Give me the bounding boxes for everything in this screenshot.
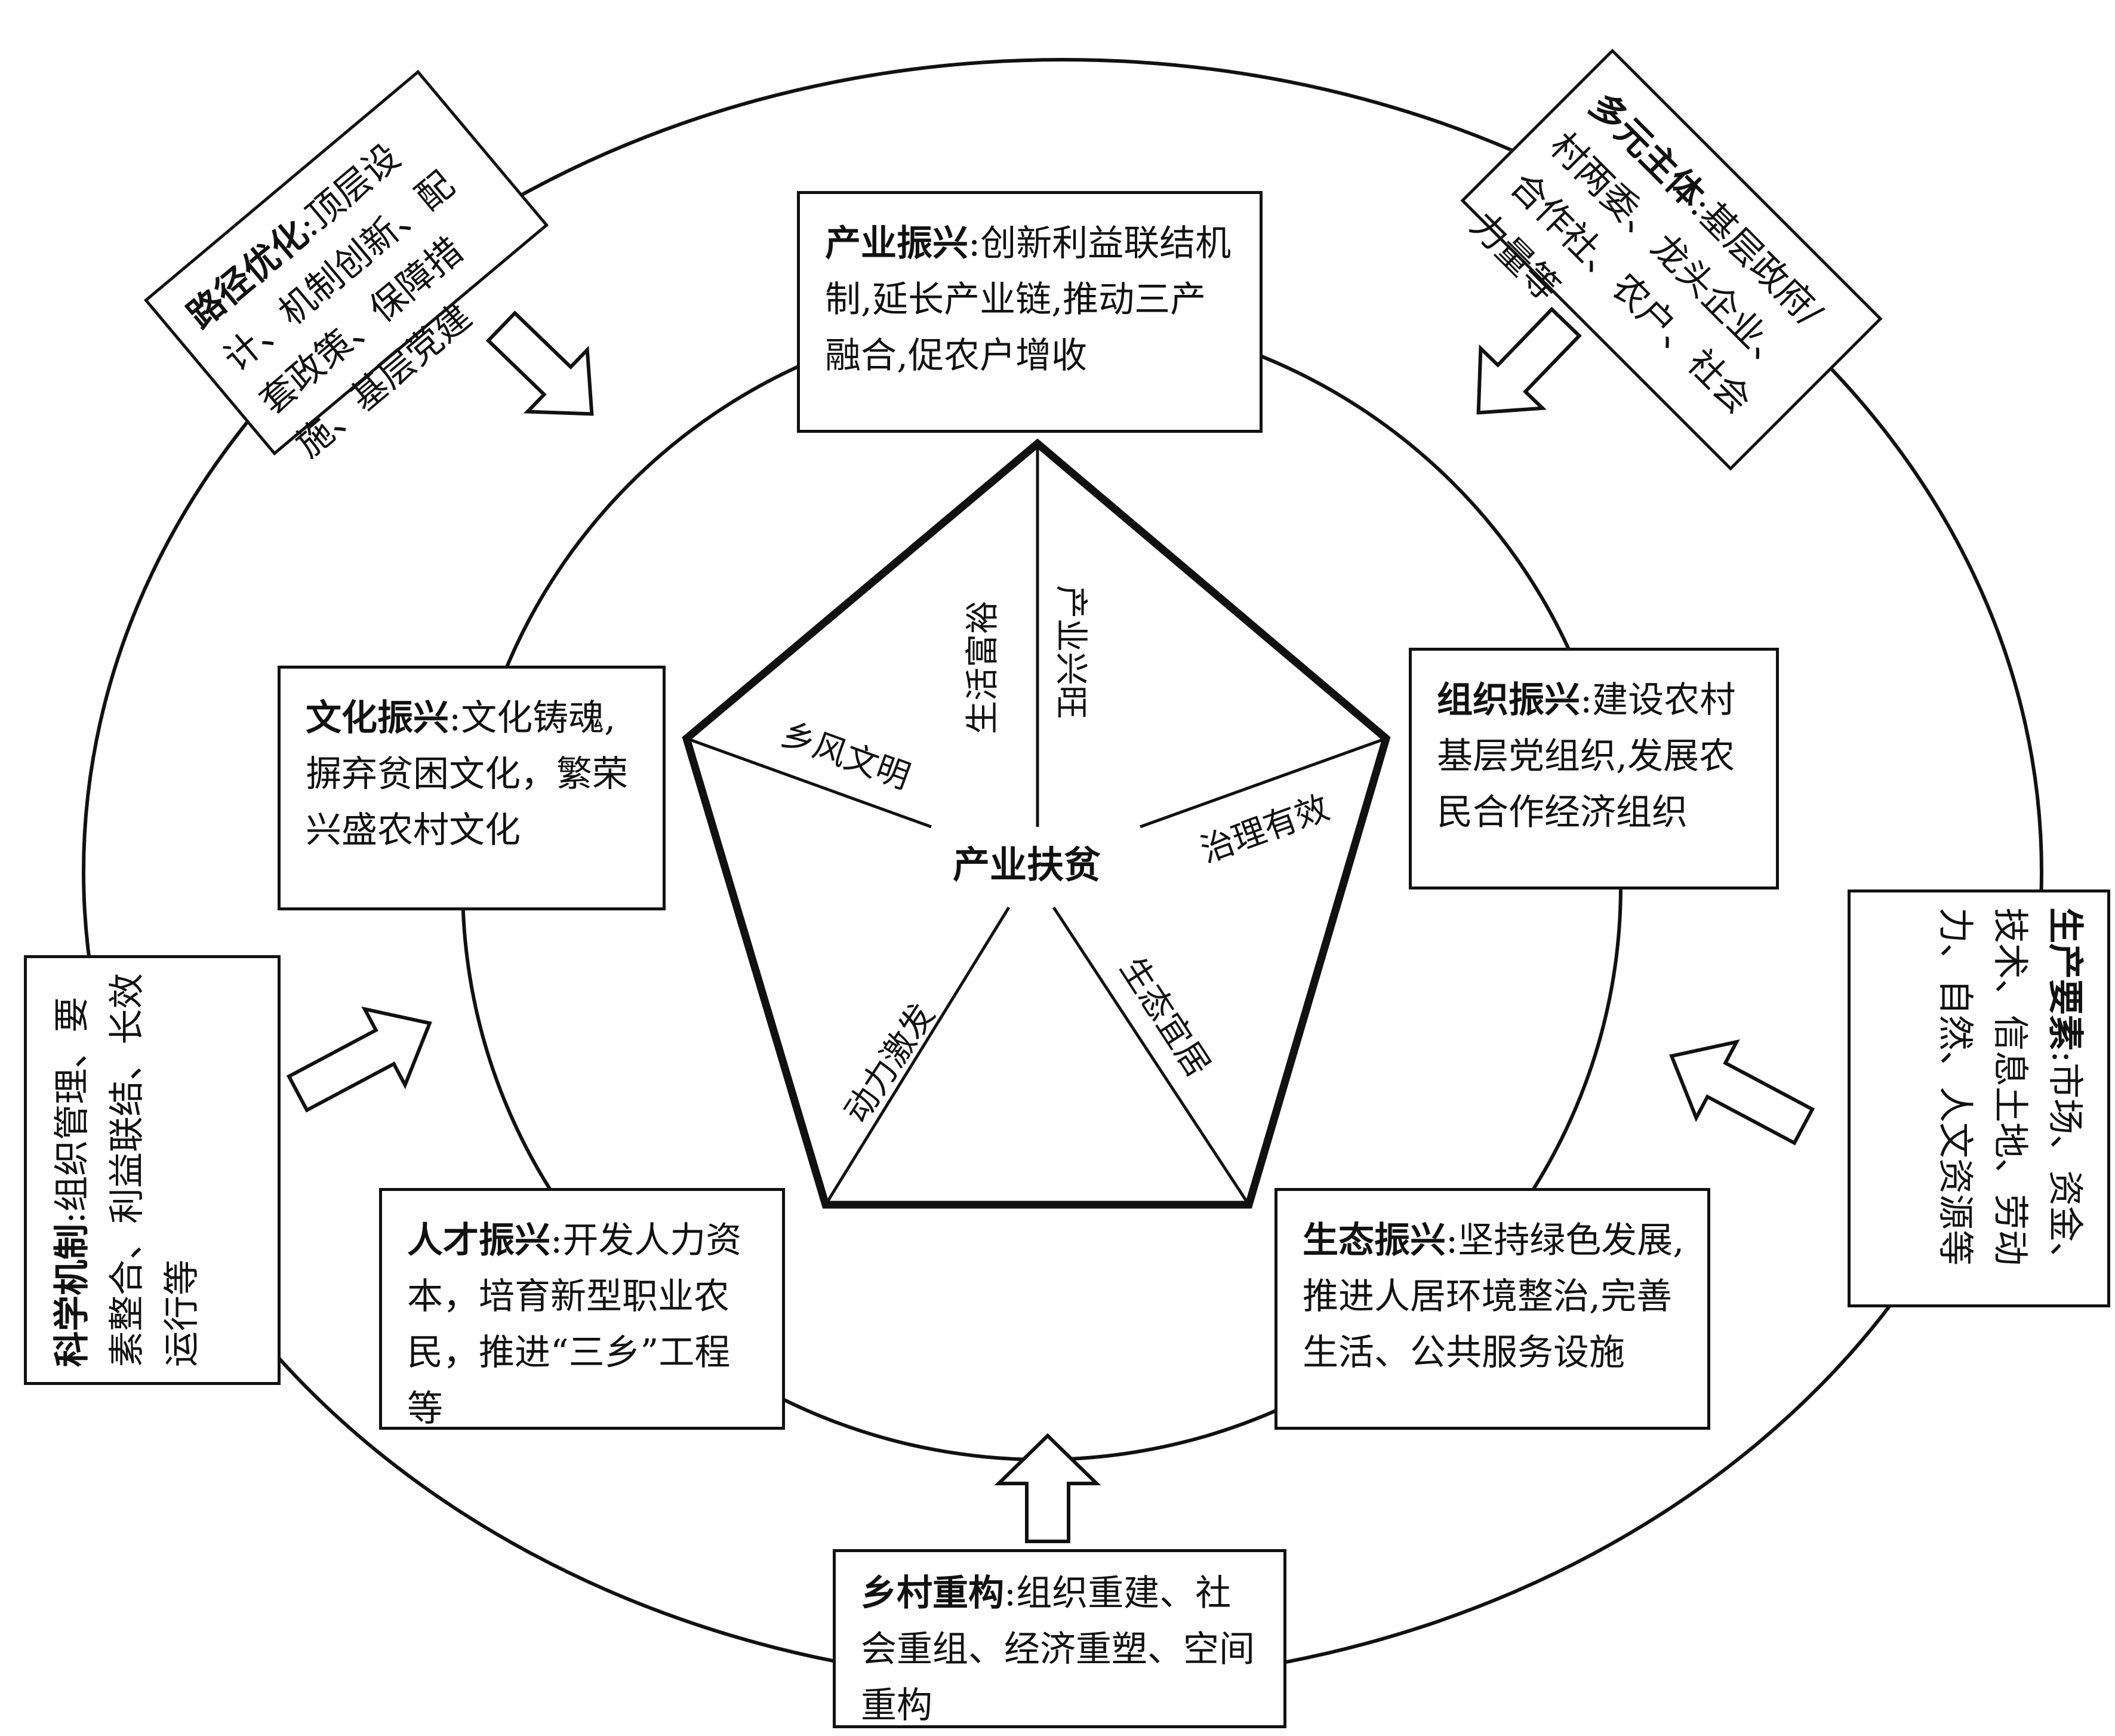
mechanism-box: 科学机制:组织管理、要素整合、利益联结、长效运行等 <box>24 955 281 1385</box>
pentagon-spoke-lower-left <box>824 906 1011 1206</box>
industry-box: 产业振兴:创新利益联结机制,延长产业链,推动三产融合,促农户增收 <box>797 191 1263 433</box>
label-top-left: 生活富裕 <box>963 601 1002 734</box>
arrow-right <box>1669 1039 1815 1146</box>
mechanism-head: 科学机制 <box>51 1224 93 1367</box>
factors-box: 生产要素:市场、资金、技术、信息土地、劳动力、自然、人文资源等 <box>1848 889 2110 1307</box>
rural-box: 乡村重构:组织重建、社会重组、经济重塑、空间重构 <box>833 1549 1286 1728</box>
arrow-top-right <box>1476 306 1582 415</box>
organization-box: 组织振兴:建设农村基层党组织,发展农民合作经济组织 <box>1409 648 1779 889</box>
arrow-bottom <box>994 1433 1101 1543</box>
culture-box: 文化振兴:文化铸魂,摒弃贫困文化，繁荣兴盛农村文化 <box>278 666 666 910</box>
ecology-text: :坚持绿色发展,推进人居环境整治,完善生活、公共服务设施 <box>1303 1220 1685 1374</box>
rural-text: :组织重建、社会重组、经济重塑、空间重构 <box>861 1572 1255 1726</box>
pentagon-spoke-left <box>686 737 932 829</box>
pentagon-spoke-right <box>1140 737 1387 829</box>
arrow-left <box>286 1006 432 1113</box>
pentagon-spoke-lower-right <box>1052 906 1251 1206</box>
ecology-box: 生态振兴:坚持绿色发展,推进人居环境整治,完善生活、公共服务设施 <box>1274 1188 1710 1430</box>
factors-head: 生产要素 <box>2044 907 2086 1051</box>
industry-text: :创新利益联结机制,延长产业链,推动三产融合,促农户增收 <box>825 223 1232 377</box>
industry-head: 产业振兴 <box>825 223 968 264</box>
talent-head: 人才振兴 <box>407 1220 550 1261</box>
organization-text: :建设农村基层党组织,发展农民合作经济组织 <box>1437 679 1736 833</box>
label-top-right: 产业兴旺 <box>1051 585 1090 719</box>
ecology-head: 生态振兴 <box>1303 1220 1446 1261</box>
talent-text: :开发人力资本，培育新型职业农民，推进“三乡”工程等 <box>407 1220 742 1430</box>
culture-text: :文化铸魂,摒弃贫困文化，繁荣兴盛农村文化 <box>306 697 628 851</box>
culture-head: 文化振兴 <box>306 697 449 739</box>
mechanism-text-wrap: 科学机制:组织管理、要素整合、利益联结、长效运行等 <box>45 973 260 1367</box>
center-label: 产业扶贫 <box>953 843 1101 887</box>
factors-text-wrap: 生产要素:市场、资金、技术、信息土地、劳动力、自然、人文资源等 <box>1865 907 2092 1289</box>
organization-head: 组织振兴 <box>1437 679 1580 721</box>
rural-head: 乡村重构 <box>861 1572 1004 1614</box>
arrow-top-left <box>485 310 594 416</box>
talent-box: 人才振兴:开发人力资本，培育新型职业农民，推进“三乡”工程等 <box>379 1188 785 1430</box>
